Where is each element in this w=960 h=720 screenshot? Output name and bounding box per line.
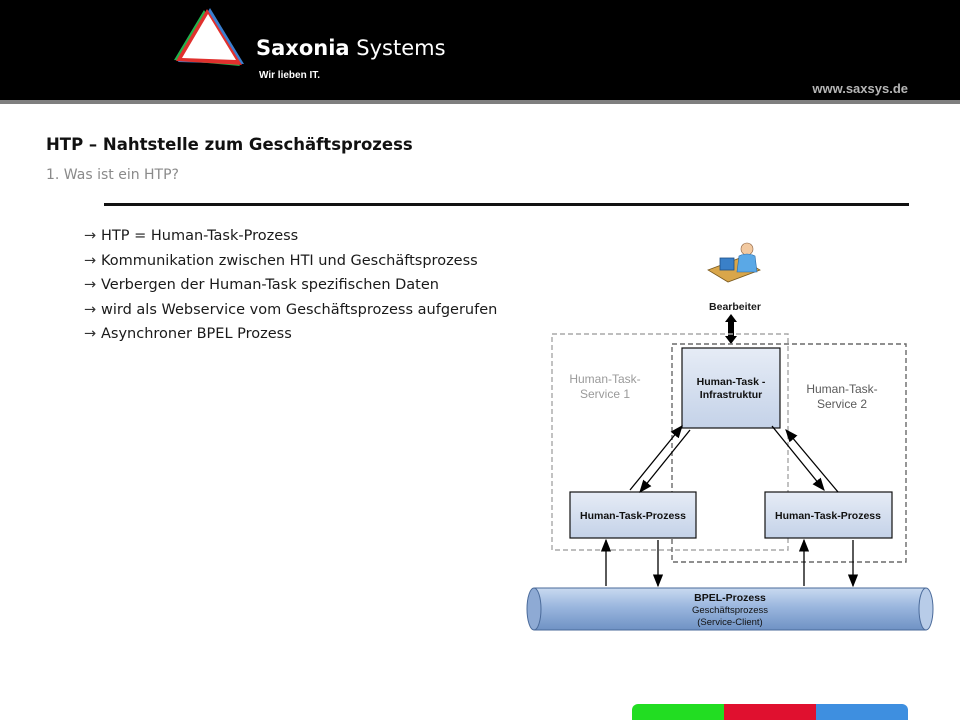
bullet-item: →Verbergen der Human-Task spezifischen D…	[84, 273, 497, 298]
slide-title: HTP – Nahtstelle zum Geschäftsprozess	[46, 135, 413, 154]
bpel-label-line3: (Service-Client)	[697, 617, 762, 628]
service-1-label-line1: Human-Task-	[569, 372, 640, 386]
bpel-label-line1: BPEL-Prozess	[694, 592, 766, 604]
arrow-right-icon: →	[84, 326, 97, 342]
user-at-desk-icon	[707, 242, 761, 283]
brand-rest: Systems	[356, 36, 446, 60]
service-2-label-line1: Human-Task-	[806, 382, 877, 396]
bpel-label-line2: Geschäftsprozess	[692, 605, 768, 616]
arrow-htp-right-to-hti	[785, 429, 839, 493]
user-hti-double-arrow	[725, 314, 737, 344]
header-bar: Saxonia Systems Wir lieben IT. www.saxsy…	[0, 0, 960, 104]
bullet-item: →HTP = Human-Task-Prozess	[84, 224, 497, 249]
arrow-hti-to-htp-left	[639, 429, 691, 494]
bpel-pipe	[526, 587, 934, 631]
saxonia-logo-icon	[174, 8, 244, 66]
hti-label-line2: Infrastruktur	[700, 389, 762, 401]
hti-label-line1: Human-Task -	[697, 376, 766, 388]
footer-bar-red	[724, 704, 816, 720]
htp-right-box	[764, 491, 893, 539]
arrow-hti-to-htp-right	[771, 425, 825, 492]
tagline: Wir lieben IT.	[259, 70, 321, 81]
arrow-right-icon: →	[84, 277, 97, 293]
bullet-item: →Asynchroner BPEL Prozess	[84, 322, 497, 347]
bullet-item: →wird als Webservice vom Geschäftsprozes…	[84, 298, 497, 323]
arrow-htp-left-to-hti	[629, 424, 683, 491]
service-1-label-line2: Service 1	[580, 387, 630, 401]
arrow-right-icon: →	[84, 228, 97, 244]
arrow-right-icon: →	[84, 301, 97, 318]
bullet-item: →Kommunikation zwischen HTI und Geschäft…	[84, 249, 497, 274]
brand-bold: Saxonia	[256, 36, 350, 60]
website-link[interactable]: www.saxsys.de	[812, 81, 908, 96]
bullet-list: →HTP = Human-Task-Prozess →Kommunikation…	[84, 224, 497, 347]
service-2-label-line2: Service 2	[817, 397, 867, 411]
htp-left-box	[569, 491, 697, 539]
footer-bar-green	[632, 704, 724, 720]
htp-right-label: Human-Task-Prozess	[775, 510, 881, 522]
slide-subtitle: 1. Was ist ein HTP?	[46, 167, 179, 183]
htp-architecture-diagram: Bearbeiter Human-Task- Service 1 Human-T…	[526, 242, 934, 631]
arrow-right-icon: →	[84, 252, 97, 269]
title-divider	[104, 203, 909, 206]
bearbeiter-label: Bearbeiter	[709, 301, 761, 313]
htp-left-label: Human-Task-Prozess	[580, 510, 686, 522]
brand-name: Saxonia Systems	[256, 36, 446, 60]
footer-bar-blue	[816, 704, 908, 720]
hti-box	[681, 347, 781, 429]
